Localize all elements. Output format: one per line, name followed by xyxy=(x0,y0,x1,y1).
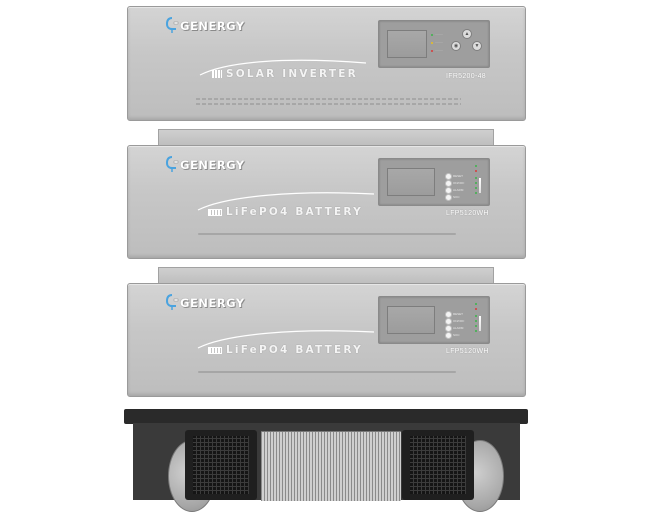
battery-1-power-button[interactable] xyxy=(445,180,452,187)
battery-2-soc-led-2 xyxy=(475,320,477,322)
battery-1-alarm-label: ALARM xyxy=(453,188,464,192)
brand-plug-icon xyxy=(166,156,179,173)
brand-plug-icon xyxy=(166,17,179,34)
battery-1-model: LFP5120WH xyxy=(446,210,489,217)
caster-bracket-left xyxy=(185,430,257,500)
battery-2-soc-bar xyxy=(479,316,481,331)
inverter-control-panel: ▲ ◉ ▼ xyxy=(378,20,490,68)
battery-1-soc-led-1 xyxy=(475,177,477,179)
inverter-led-label-2 xyxy=(435,42,443,43)
battery-1-alm-led xyxy=(475,170,477,172)
caster-bracket-left-grid xyxy=(193,436,249,494)
battery-1-soc-led-2 xyxy=(475,182,477,184)
inverter-vent-grille-2 xyxy=(196,103,461,105)
caster-bracket-right-grid xyxy=(410,436,466,494)
battery-2-soc-led-1 xyxy=(475,315,477,317)
battery-1-soc-led-4 xyxy=(475,192,477,194)
brand-name: GENERGY xyxy=(180,157,245,172)
battery-2-brand-logo: GENERGY xyxy=(166,294,245,311)
battery-1-top-rail xyxy=(158,129,494,147)
battery-2-run-led xyxy=(475,303,477,305)
battery-2-alarm-label: ALARM xyxy=(453,326,464,330)
battery-2-alarm-button[interactable] xyxy=(445,325,452,332)
battery-icon xyxy=(208,209,222,216)
brand-plug-icon xyxy=(166,294,179,311)
battery-2-soc-label: SOC xyxy=(453,333,460,337)
battery-2-model: LFP5120WH xyxy=(446,348,489,355)
base-mesh-grille xyxy=(261,431,401,501)
battery-unit-2: GENERGY LiFePO4 BATTERY LFP5120WH RESET … xyxy=(127,283,526,397)
battery-1-reset-button[interactable] xyxy=(445,173,452,180)
battery-1-soc-bar xyxy=(479,178,481,193)
battery-2-power-button[interactable] xyxy=(445,318,452,325)
battery-2-control-panel: RESET ON/OFF ALARM SOC xyxy=(378,296,490,344)
inverter-led-label-1 xyxy=(435,34,443,35)
inverter-brand-logo: GENERGY xyxy=(166,17,245,34)
solar-panel-icon xyxy=(212,70,222,78)
battery-1-brand-logo: GENERGY xyxy=(166,156,245,173)
energy-storage-stack: GENERGY SOLAR INVERTER IFR5200-48 ▲ ◉ ▼ xyxy=(124,6,528,512)
inverter-down-button[interactable]: ▼ xyxy=(472,41,482,51)
inverter-model: IFR5200-48 xyxy=(446,73,486,80)
inverter-up-button[interactable]: ▲ xyxy=(462,29,472,39)
battery-1-power-label: ON/OFF xyxy=(453,181,465,185)
solar-inverter-unit: GENERGY SOLAR INVERTER IFR5200-48 ▲ ◉ ▼ xyxy=(127,6,526,121)
battery-1-swoosh-icon xyxy=(197,192,375,211)
battery-icon xyxy=(208,347,222,354)
battery-1-soc-led-3 xyxy=(475,187,477,189)
battery-2-top-rail xyxy=(158,267,494,285)
inverter-product-name: SOLAR INVERTER xyxy=(226,68,358,80)
battery-1-front-slot xyxy=(198,233,456,235)
inverter-vent-grille xyxy=(196,98,461,100)
battery-1-soc-button[interactable] xyxy=(445,194,452,201)
caster-bracket-right xyxy=(402,430,474,500)
inverter-led-green xyxy=(431,34,433,36)
inverter-led-yellow xyxy=(431,42,433,44)
battery-1-run-led xyxy=(475,165,477,167)
battery-2-lcd-screen xyxy=(387,306,435,334)
battery-2-front-slot xyxy=(198,371,456,373)
battery-2-reset-label: RESET xyxy=(453,312,464,316)
inverter-lcd-screen xyxy=(387,30,427,58)
inverter-swoosh-icon xyxy=(199,59,367,76)
battery-1-alarm-button[interactable] xyxy=(445,187,452,194)
battery-1-product-name: LiFePO4 BATTERY xyxy=(226,206,363,218)
battery-unit-1: GENERGY LiFePO4 BATTERY LFP5120WH RESET … xyxy=(127,145,526,259)
battery-2-soc-button[interactable] xyxy=(445,332,452,339)
battery-2-reset-button[interactable] xyxy=(445,311,452,318)
brand-name: GENERGY xyxy=(180,18,245,33)
battery-2-power-label: ON/OFF xyxy=(453,319,465,323)
base-top-plate xyxy=(124,409,528,424)
battery-2-soc-led-4 xyxy=(475,330,477,332)
battery-2-product-name: LiFePO4 BATTERY xyxy=(226,344,363,356)
battery-2-alm-led xyxy=(475,308,477,310)
battery-1-reset-label: RESET xyxy=(453,174,464,178)
battery-1-lcd-screen xyxy=(387,168,435,196)
inverter-led-red xyxy=(431,50,433,52)
battery-2-soc-led-3 xyxy=(475,325,477,327)
battery-2-swoosh-icon xyxy=(197,330,375,349)
battery-1-control-panel: RESET ON/OFF ALARM SOC xyxy=(378,158,490,206)
brand-name: GENERGY xyxy=(180,295,245,310)
inverter-enter-button[interactable]: ◉ xyxy=(451,41,461,51)
inverter-led-label-3 xyxy=(435,50,443,51)
battery-1-soc-label: SOC xyxy=(453,195,460,199)
